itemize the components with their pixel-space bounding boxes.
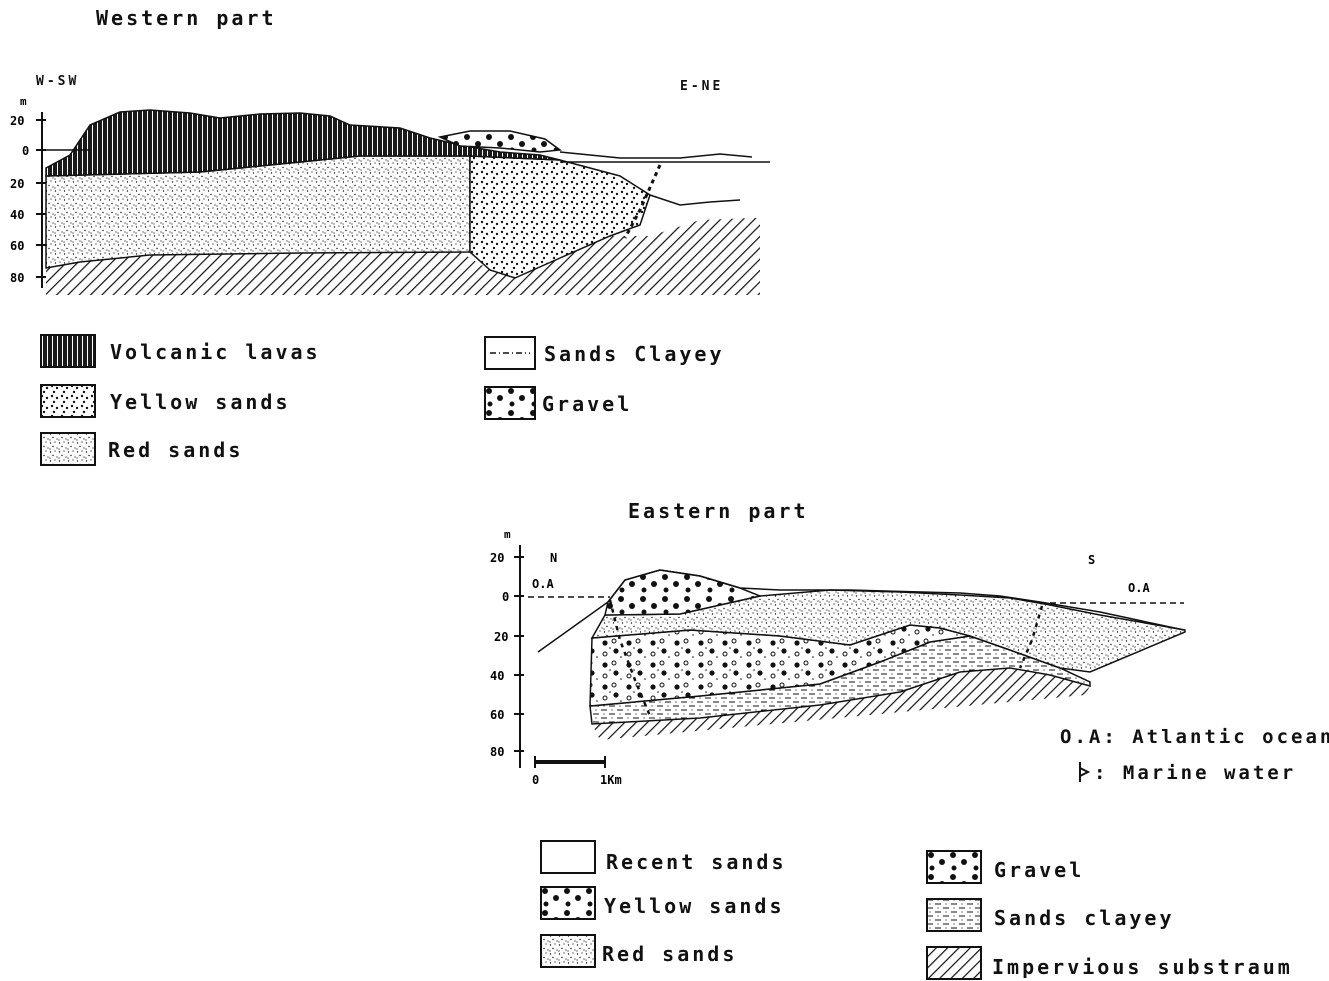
western-tick-2: 20	[10, 177, 24, 191]
eastern-tick-3: 40	[490, 669, 504, 683]
legend-eclayey-swatch	[926, 898, 982, 932]
eastern-scale-start: 0	[532, 773, 539, 787]
legend-yellow-swatch	[40, 384, 96, 418]
eastern-dir-right: S	[1088, 553, 1095, 567]
eastern-depth-axis	[514, 545, 524, 768]
western-tick-1: 0	[22, 144, 29, 158]
legend-ered-label: Red sands	[602, 942, 737, 966]
eastern-dir-left: N	[550, 551, 557, 565]
eastern-note-ocean: O.A: Atlantic ocean	[1060, 726, 1329, 748]
eastern-cross-section: m 20 0 20 40 60 80 N S O.A O.A 0 1Km	[480, 520, 1200, 790]
western-tick-5: 80	[10, 271, 24, 285]
legend-clayey-swatch	[484, 336, 536, 370]
legend-gravel-label: Gravel	[542, 392, 632, 416]
legend-red-swatch	[40, 432, 96, 466]
western-tick-0: 20	[10, 114, 24, 128]
legend-eyellow-swatch	[540, 886, 596, 920]
legend-red-label: Red sands	[108, 438, 243, 462]
marine-water-symbol-icon	[1076, 760, 1092, 784]
eastern-note-marine: : Marine water	[1094, 762, 1296, 784]
eastern-tick-4: 60	[490, 708, 504, 722]
eastern-tick-5: 80	[490, 745, 504, 759]
legend-clayey-label: Sands Clayey	[544, 342, 725, 366]
legend-volcanic-swatch	[40, 334, 96, 368]
eastern-unit: m	[504, 528, 511, 541]
legend-ered-swatch	[540, 934, 596, 968]
legend-egravel-swatch	[926, 850, 982, 884]
eastern-tick-0: 20	[490, 551, 504, 565]
legend-recent-label: Recent sands	[606, 850, 787, 874]
eastern-ocean-right: O.A	[1128, 581, 1150, 595]
legend-yellow-label: Yellow sands	[110, 390, 291, 414]
eastern-scale-bar	[535, 756, 605, 768]
western-cross-section: m 20 0 20 40 60 80	[0, 0, 780, 310]
eastern-scale-end: 1Km	[600, 773, 622, 787]
legend-egravel-label: Gravel	[994, 858, 1084, 882]
eastern-tick-2: 20	[494, 630, 508, 644]
western-tick-3: 40	[10, 208, 24, 222]
legend-volcanic-label: Volcanic lavas	[110, 340, 321, 364]
eastern-tick-1: 0	[502, 590, 509, 604]
western-unit: m	[20, 95, 27, 108]
legend-hatch-label: Impervious substraum	[992, 955, 1293, 979]
legend-gravel-swatch	[484, 386, 536, 420]
legend-eclayey-label: Sands clayey	[994, 906, 1175, 930]
western-tick-4: 60	[10, 239, 24, 253]
western-ocean-floor	[650, 195, 740, 205]
legend-hatch-swatch	[926, 946, 982, 980]
western-depth-axis	[36, 112, 46, 288]
western-surface-line	[560, 152, 752, 158]
eastern-ocean-left: O.A	[532, 577, 554, 591]
legend-eyellow-label: Yellow sands	[604, 894, 785, 918]
legend-recent-swatch	[540, 840, 596, 874]
